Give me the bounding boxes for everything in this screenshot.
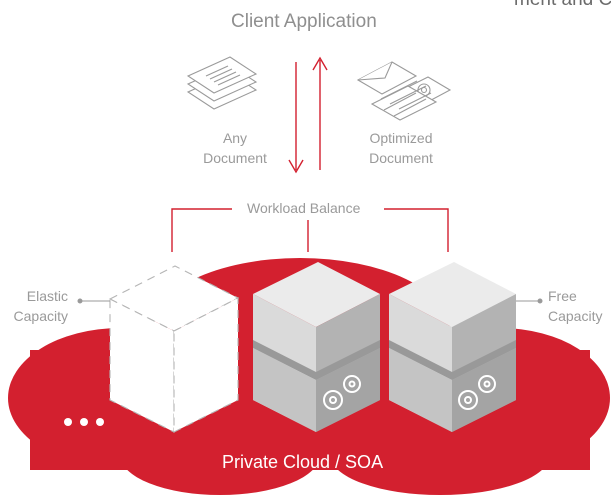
mail-email-spreadsheet-icon (356, 61, 452, 121)
elastic-capacity-line2: Capacity (13, 308, 68, 324)
gear-icon (458, 375, 496, 410)
stacked-documents-icon (186, 56, 258, 110)
elastic-capacity-label: Elastic Capacity (10, 286, 68, 326)
ellipsis-dot (96, 418, 104, 426)
optimized-document-label: Optimized Document (351, 128, 451, 168)
ellipsis-dot (80, 418, 88, 426)
elastic-capacity-line1: Elastic (26, 288, 68, 304)
ellipsis-dot (64, 418, 72, 426)
server-right (389, 262, 516, 432)
free-capacity-line2: Capacity (548, 308, 603, 324)
request-response-arrows (288, 56, 328, 174)
server-middle (253, 262, 380, 432)
elastic-capacity-server (108, 265, 240, 433)
top-right-text-fragment: ment and C (514, 0, 611, 10)
optimized-document-line1: Optimized (369, 130, 433, 146)
gear-icon (323, 375, 361, 410)
workload-balance-connectors (171, 208, 449, 252)
free-capacity-label: Free Capacity (548, 286, 602, 326)
any-document-line1: Any (222, 130, 248, 146)
private-cloud-label: Private Cloud / SOA (222, 452, 384, 472)
free-capacity-line1: Free (548, 288, 577, 304)
client-application-label: Client Application (231, 11, 377, 32)
any-document-label: Any Document (190, 128, 280, 168)
workload-balance-label: Workload Balance (247, 200, 361, 216)
capacity-connectors (77, 298, 543, 304)
any-document-line2: Document (203, 150, 267, 166)
optimized-document-line2: Document (369, 150, 433, 166)
